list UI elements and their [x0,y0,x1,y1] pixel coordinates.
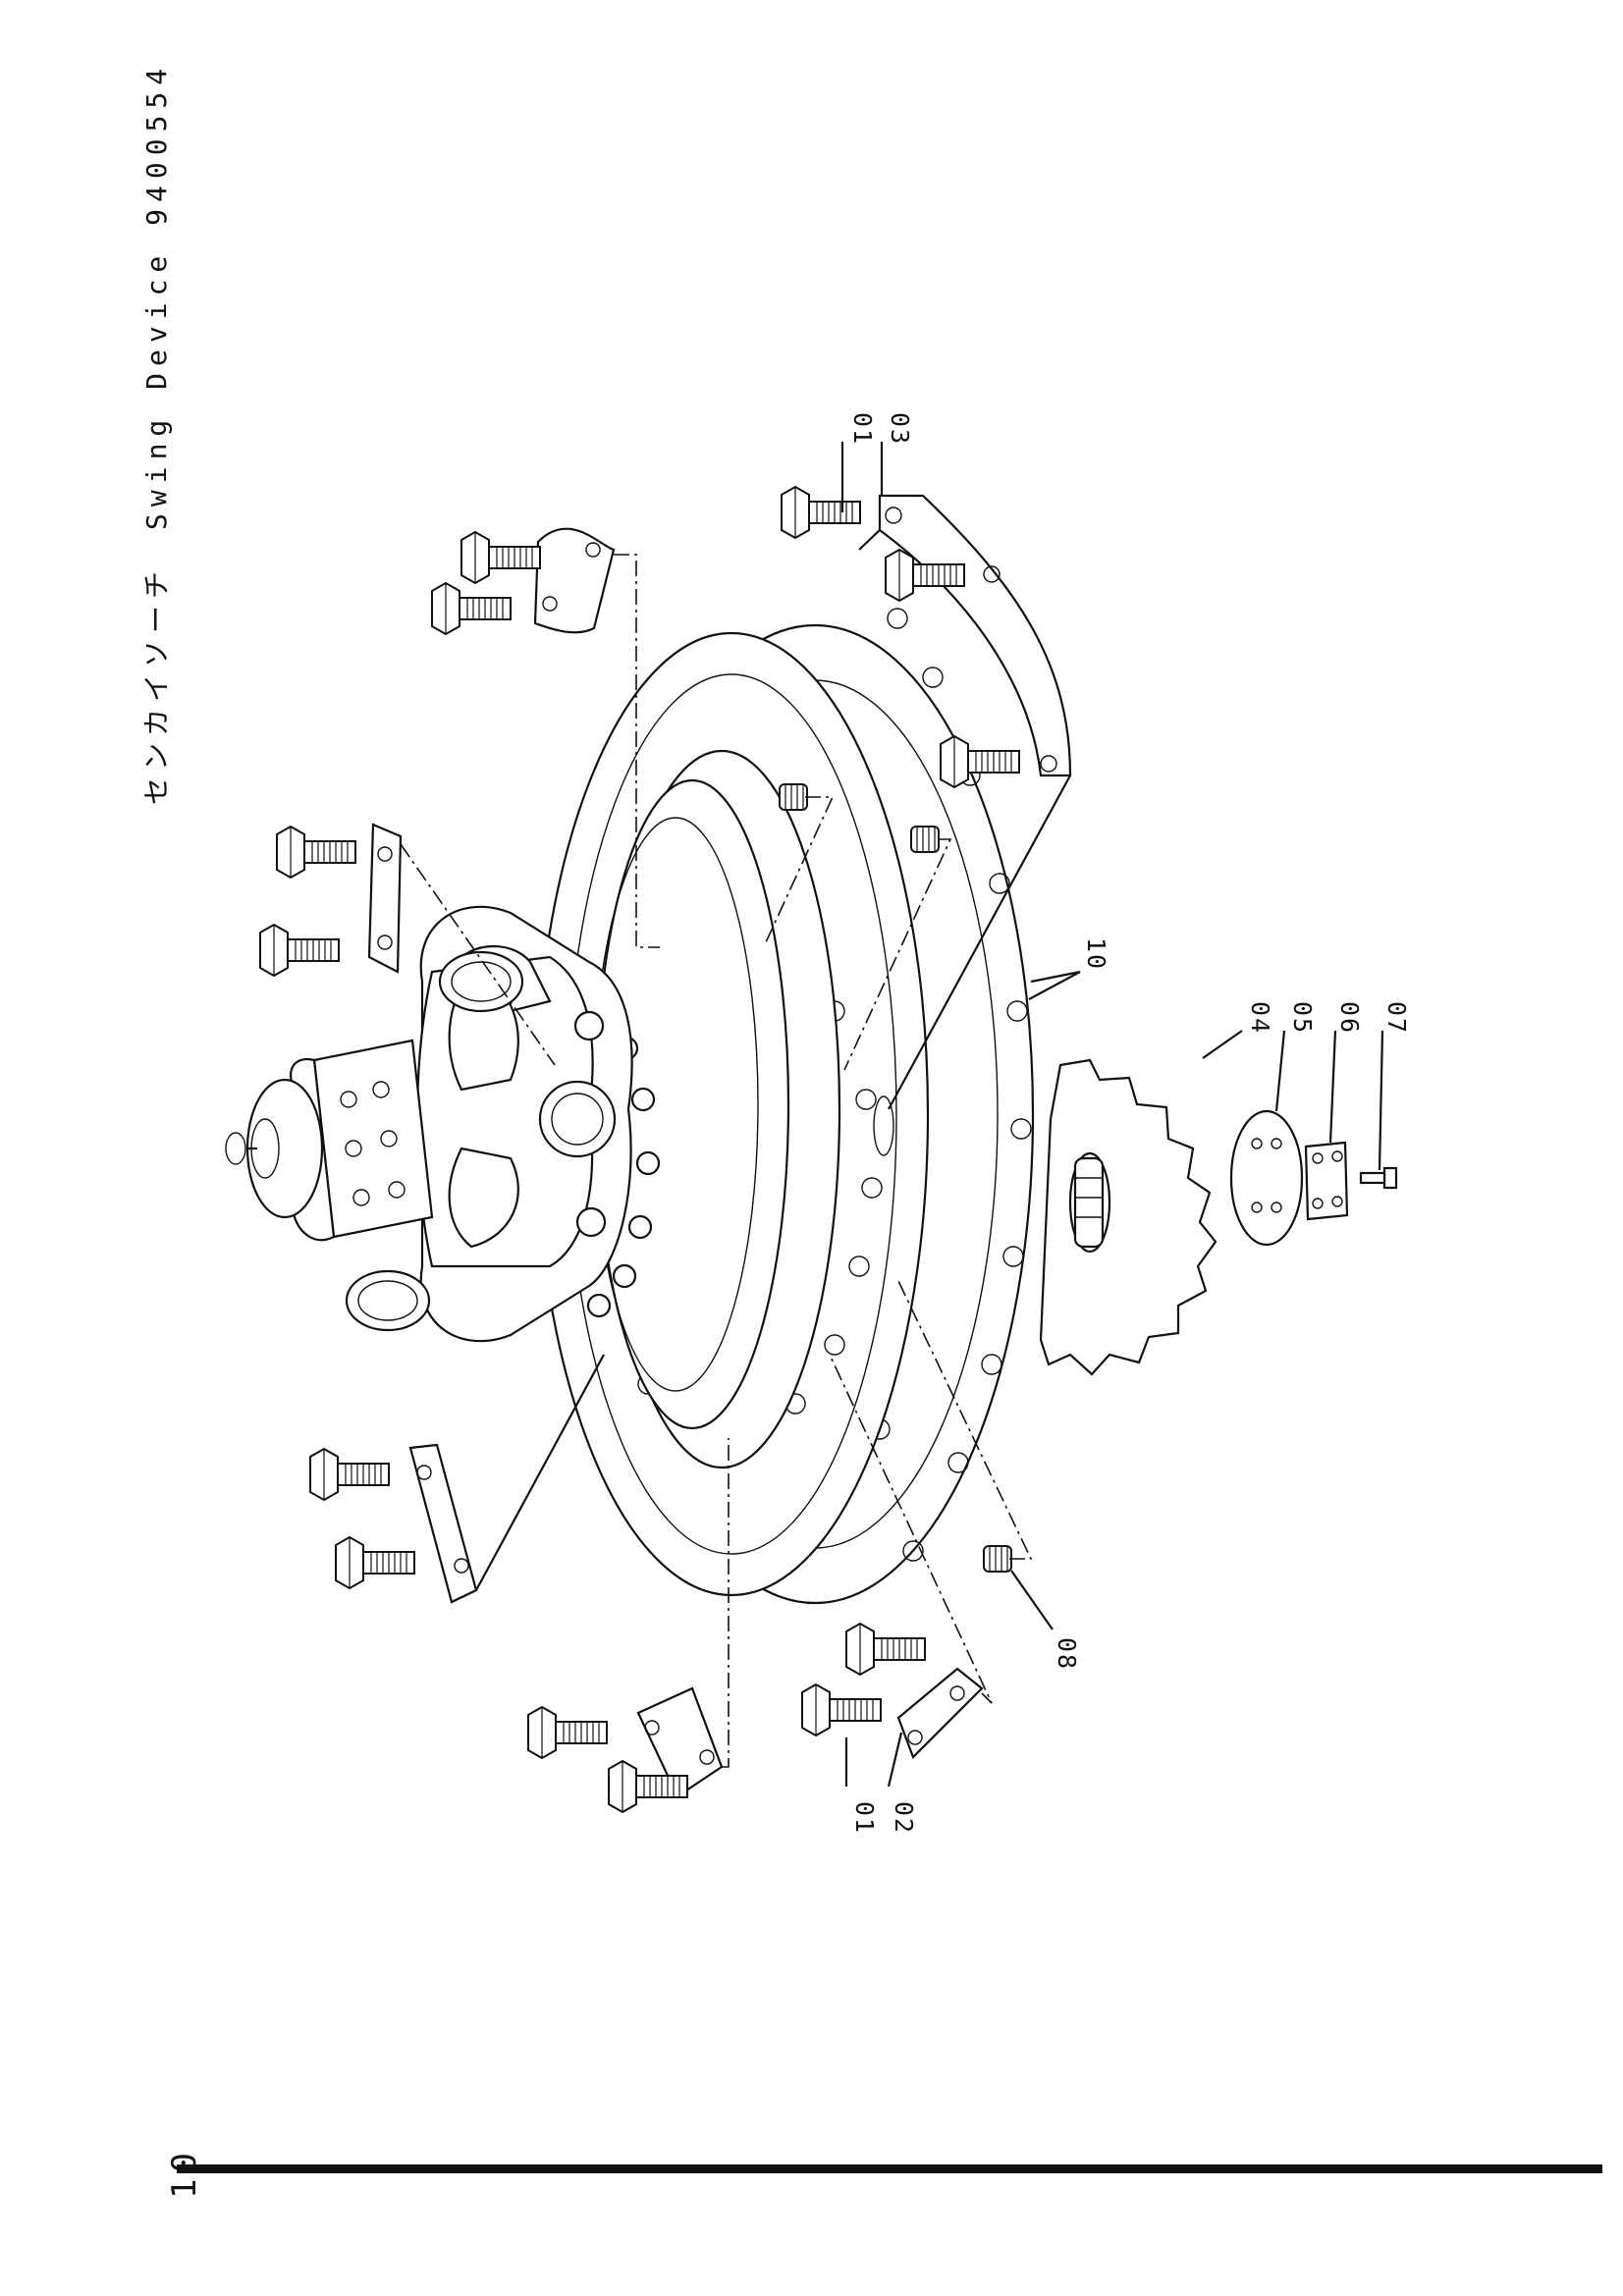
plug-08 [779,783,808,811]
callout-06: 06 [1335,1001,1364,1035]
leader-lines [400,529,1081,1768]
bolt [781,486,861,539]
callout-10: 10 [1082,937,1110,971]
washer-05 [1229,1109,1304,1247]
callout-01-top: 01 [848,412,877,446]
bolt [309,1448,390,1501]
callout-04: 04 [1246,1001,1274,1035]
pinion-gear-04 [1039,1058,1217,1376]
segment-plate-top-right [533,527,616,634]
segment-plate-top-left [367,823,403,974]
callout-03: 03 [886,412,914,446]
hydraulic-motor [225,905,633,1343]
plug-08 [983,1545,1012,1573]
callout-07: 07 [1382,1001,1411,1035]
bolt [335,1536,415,1589]
bolt [460,531,541,584]
callout-02: 02 [890,1801,918,1835]
bolt [527,1706,608,1759]
bolt [431,582,512,635]
segment-plate-left [408,1443,478,1604]
bolt [801,1683,882,1736]
lock-plate-06 [1304,1141,1349,1221]
footer-rule [177,2164,1602,2173]
segment-plate-02 [896,1667,984,1759]
reduction-housing [533,631,930,1597]
callout-08: 08 [1053,1637,1081,1671]
callouts: 01 03 10 04 05 06 07 08 01 02 [840,412,1411,1835]
callout-01-bottom: 01 [850,1801,879,1835]
bolt [845,1623,926,1676]
bolt [940,735,1020,788]
plug-08 [910,826,940,853]
screw-07 [1359,1166,1398,1190]
bolt [259,924,340,977]
bolt [276,826,356,879]
callout-05: 05 [1288,1001,1317,1035]
